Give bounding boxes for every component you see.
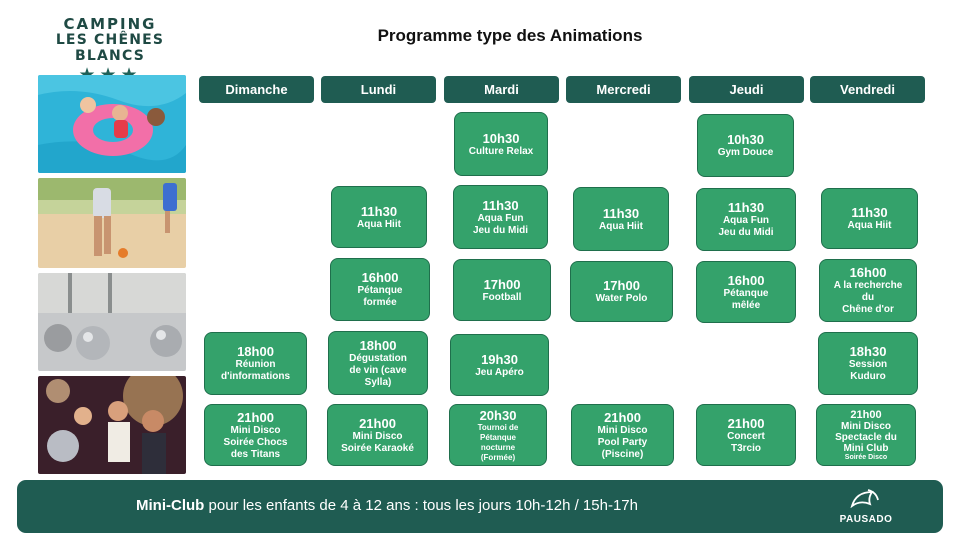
activity-time: 10h30 xyxy=(482,130,520,146)
activity-time: 11h30 xyxy=(360,203,398,219)
day-header-mercredi: Mercredi xyxy=(566,76,681,103)
activity-description: Aqua Fun Jeu du Midi xyxy=(473,212,528,236)
activity-description: Mini Disco Soirée Karaoké xyxy=(341,430,414,454)
activity-description: Mini Disco Soirée Chocs des Titans xyxy=(223,424,288,460)
activity-description: Football xyxy=(482,291,522,303)
beach-volley-photo xyxy=(38,178,186,268)
activity-description: Jeu Apéro xyxy=(475,366,524,378)
activity-time: 21h00 xyxy=(237,409,274,425)
activity-description: Mini Disco Spectacle du Mini Club xyxy=(835,420,897,454)
activity-description: Réunion d'informations xyxy=(220,359,291,382)
day-header-vendredi: Vendredi xyxy=(810,76,925,103)
activity-time: 21h00 xyxy=(359,415,396,431)
page-title: Programme type des Animations xyxy=(377,26,643,45)
activity-time: 16h00 xyxy=(361,270,399,285)
activity-time: 20h30 xyxy=(479,407,517,423)
activity-description: Gym Douce xyxy=(717,147,774,158)
activity-description: Mini Disco Pool Party (Piscine) xyxy=(597,424,648,460)
activity-time: 21h00 xyxy=(850,408,882,421)
activity-time: 18h30 xyxy=(849,344,887,359)
activity-extra: Soirée Disco xyxy=(844,453,888,461)
activity-time: 17h00 xyxy=(603,278,640,293)
pool-photo xyxy=(38,75,186,173)
logo-line-1: CAMPING xyxy=(63,15,157,33)
activity-time: 10h30 xyxy=(727,132,764,147)
activity-description: Tournoi de Pétanque nocturne (Formée) xyxy=(477,422,519,462)
activity-description: Pétanque formée xyxy=(357,285,403,308)
pausado-word: PAUSADO xyxy=(839,514,893,525)
activity-time: 11h30 xyxy=(482,197,519,213)
disco-photo xyxy=(38,376,186,474)
activity-time: 21h00 xyxy=(727,415,765,431)
activity-time: 11h30 xyxy=(851,205,888,220)
activity-description: Aqua Hiit xyxy=(847,220,892,231)
pausado-leaf-icon xyxy=(850,489,879,509)
activity-description: Dégustation de vin (cave Sylla) xyxy=(349,352,407,388)
activity-time: 17h00 xyxy=(483,276,521,292)
activity-time: 18h00 xyxy=(237,344,274,359)
activity-description: Concert T3rcio xyxy=(727,430,765,454)
mini-club-banner: Mini-Club pour les enfants de 4 à 12 ans… xyxy=(17,480,943,533)
activity-description: Aqua Hiit xyxy=(357,218,401,230)
day-header-mardi: Mardi xyxy=(444,76,559,103)
activity-description: Session Kuduro xyxy=(848,359,888,382)
activity-time: 18h00 xyxy=(359,337,397,353)
petanque-photo xyxy=(38,273,186,371)
mini-club-details: pour les enfants de 4 à 12 ans : tous le… xyxy=(204,497,638,514)
activity-time: 21h00 xyxy=(604,409,641,425)
activity-description: Pétanque mêlée xyxy=(723,287,769,311)
activity-description: A la recherche du Chêne d'or xyxy=(833,280,903,315)
activity-description: Aqua Fun Jeu du Midi xyxy=(718,215,774,238)
activity-description: Aqua Hiit xyxy=(599,220,643,232)
activity-time: 16h00 xyxy=(727,272,765,288)
logo-line-2: LES CHÊNES BLANCS xyxy=(55,32,165,64)
mini-club-text: Mini-Club pour les enfants de 4 à 12 ans… xyxy=(17,497,757,514)
mini-club-title: Mini-Club xyxy=(136,497,205,514)
activity-time: 16h00 xyxy=(849,265,887,280)
activity-time: 11h30 xyxy=(602,205,640,221)
activity-time: 19h30 xyxy=(481,351,518,367)
activity-description: Culture Relax xyxy=(468,145,534,157)
activity-time: 11h30 xyxy=(727,200,765,215)
pausado-logo: PAUSADO xyxy=(831,488,901,525)
activity-description: Water Polo xyxy=(595,293,648,304)
day-header-jeudi: Jeudi xyxy=(689,76,804,103)
day-header-dimanche: Dimanche xyxy=(199,76,314,103)
day-header-lundi: Lundi xyxy=(321,76,436,103)
